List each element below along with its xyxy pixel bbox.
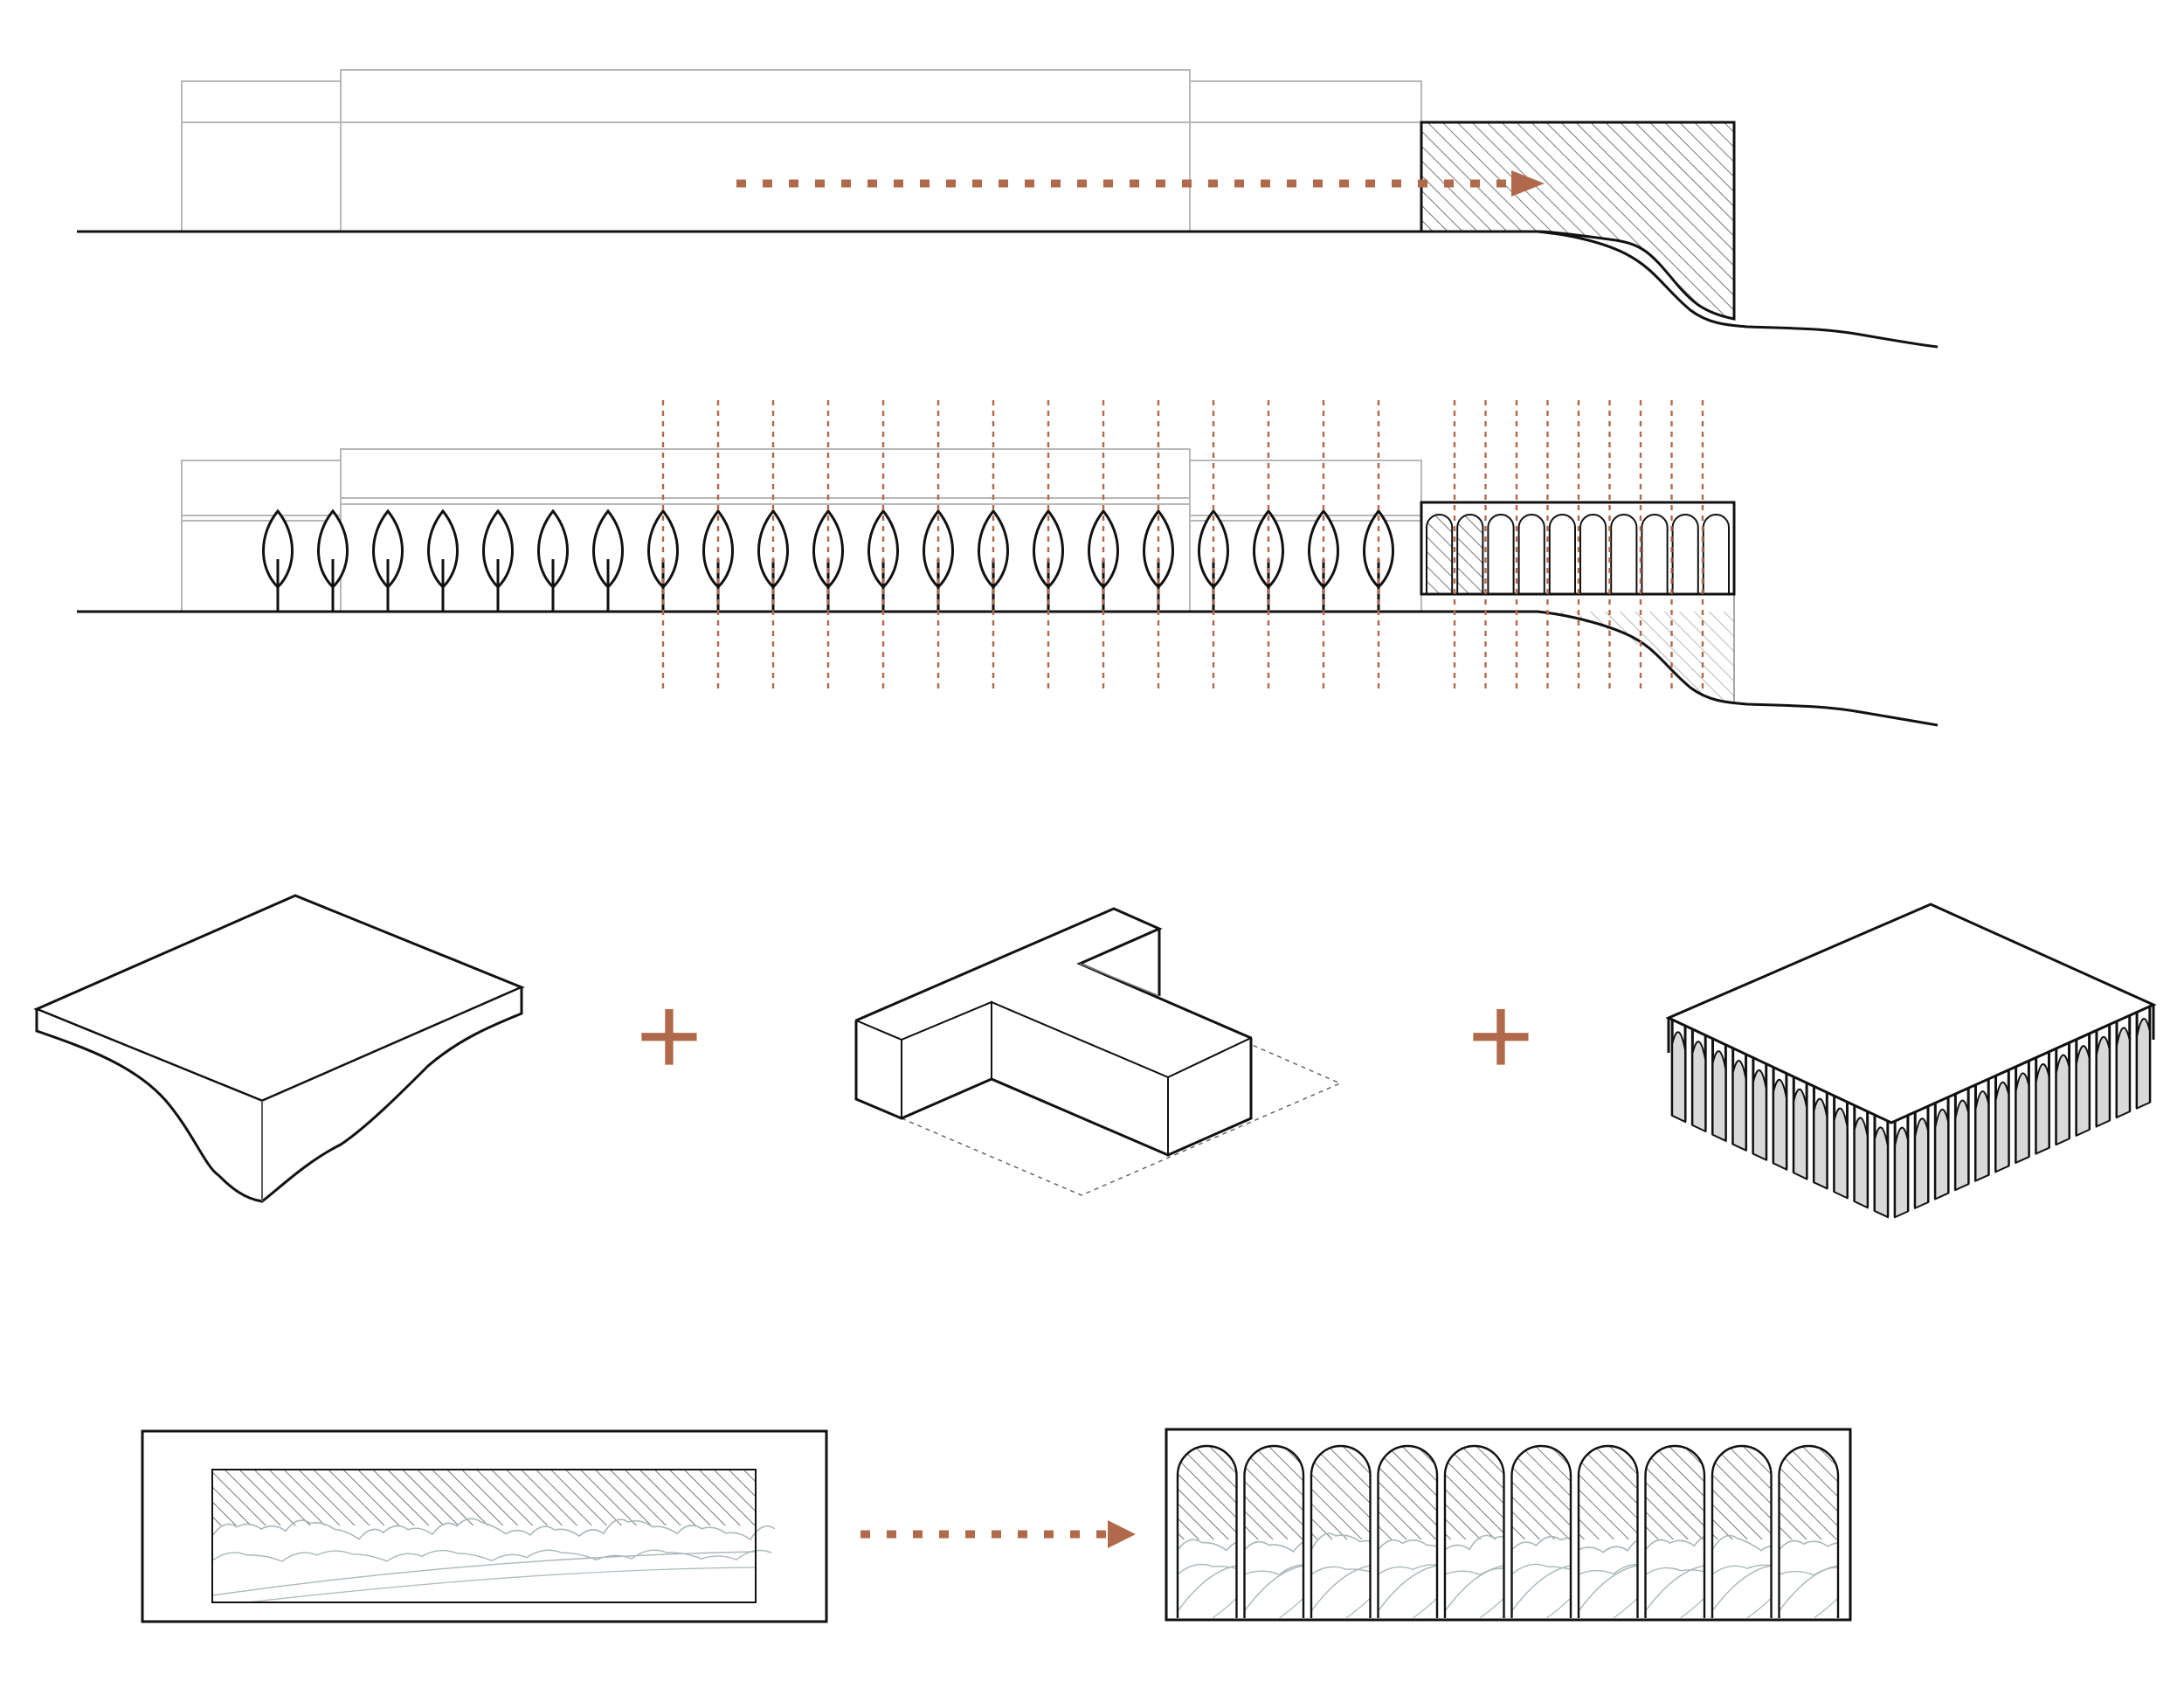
arch-window [1510, 1444, 1572, 1618]
arch-opening [1487, 514, 1515, 595]
hatched-terrace-block [1420, 121, 1736, 321]
plus-operator-1: + [636, 972, 702, 1099]
arch-opening [1914, 1117, 1929, 1210]
arch-window [1176, 1444, 1238, 1618]
structural-grid-lines [661, 400, 1704, 690]
tree-icon [317, 508, 349, 612]
arcade-roof [1665, 903, 2157, 1219]
section-existing [77, 69, 1939, 349]
arch-opening [1954, 1099, 1970, 1192]
arch-opening [1548, 514, 1576, 595]
arch-window [1243, 1444, 1305, 1618]
tree-icon [537, 508, 569, 612]
terrain-slab [33, 894, 525, 1204]
arch-window [1310, 1444, 1372, 1618]
arch-window [1577, 1444, 1639, 1618]
arch-opening [2075, 1045, 2091, 1138]
proposed-buildings-outline [181, 448, 1422, 612]
arch-opening [1731, 1060, 1747, 1152]
arch-opening [1711, 1050, 1727, 1143]
existing-buildings-outline [181, 69, 1422, 232]
arch-opening [1873, 1126, 1889, 1219]
arch-opening [1517, 514, 1545, 595]
view-frame-sequence [141, 1428, 1852, 1623]
tree-icon [427, 508, 459, 612]
t-shaped-volume [854, 907, 1342, 1196]
tree-icon [372, 508, 404, 612]
arch-opening [1702, 514, 1730, 595]
arch-opening [1853, 1117, 1869, 1209]
arch-opening [2055, 1054, 2070, 1146]
arch-opening [1773, 1079, 1787, 1172]
axonometric-sequence: + + [33, 894, 2157, 1219]
arch-window [1778, 1444, 1840, 1618]
arch-opening [1752, 1069, 1767, 1162]
arch-opening [2035, 1063, 2050, 1155]
arch-opening [1833, 1107, 1849, 1200]
view-axis-arrowhead [1511, 170, 1545, 197]
arch-opening [2015, 1072, 2030, 1165]
tree-icon [592, 508, 624, 612]
plus-operator-2: + [1468, 972, 1534, 1099]
arch-opening [1671, 514, 1699, 595]
lower-hatch-terrain [1421, 612, 1734, 702]
arch-opening [2136, 1018, 2151, 1110]
view-frame-plain [141, 1429, 828, 1623]
ground-line-proposed [77, 610, 1939, 727]
section-proposed [77, 400, 1939, 727]
arch-opening [1894, 1126, 1909, 1219]
arch-opening [1793, 1088, 1808, 1180]
arch-opening [1671, 1031, 1687, 1124]
arch-opening [1813, 1097, 1828, 1190]
ground-line-existing [77, 230, 1939, 349]
arch-window [1443, 1444, 1505, 1618]
arch-opening [2116, 1027, 2131, 1119]
arch-window [1644, 1444, 1706, 1618]
transform-arrowhead [1108, 1520, 1136, 1548]
arch-opening [1610, 514, 1638, 595]
view-frame-arcade [1165, 1428, 1852, 1622]
tree-icon [262, 508, 294, 612]
arch-opening [1974, 1090, 1990, 1183]
tree-icon [482, 508, 514, 612]
arch-opening [1691, 1041, 1707, 1133]
arch-opening [1456, 514, 1484, 595]
arch-opening [1641, 514, 1669, 595]
arch-opening [1426, 514, 1454, 595]
arch-opening [2095, 1035, 2111, 1128]
arch-window [1377, 1444, 1439, 1618]
arch-opening [1934, 1109, 1950, 1200]
view-window-plain [211, 1469, 776, 1603]
arch-window [1711, 1444, 1773, 1618]
arch-opening [1579, 514, 1607, 595]
arch-opening [1994, 1081, 2010, 1173]
